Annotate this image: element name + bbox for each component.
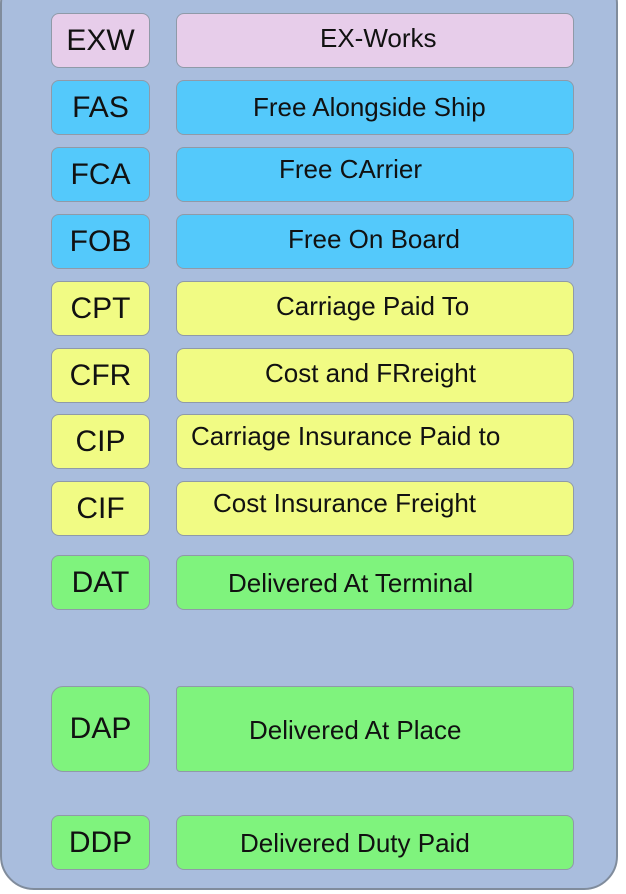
incoterm-row-fas: FAS Free Alongside Ship <box>0 80 626 135</box>
incoterm-code: CFR <box>69 359 132 392</box>
incoterm-name-box: Free Alongside Ship <box>176 80 574 135</box>
incoterm-name: Cost Insurance Freight <box>213 488 477 518</box>
incoterm-row-cfr: CFR Cost and FRreight <box>0 348 626 403</box>
incoterm-name-box: Delivered At Terminal <box>176 555 574 610</box>
incoterm-name: Free On Board <box>288 224 460 254</box>
incoterm-code-box: CIF <box>51 481 150 536</box>
incoterm-name-box: Free CArrier <box>176 147 574 202</box>
incoterm-name: Free Alongside Ship <box>253 92 486 122</box>
incoterm-code: CPT <box>70 292 131 325</box>
incoterm-name: Carriage Paid To <box>276 291 470 321</box>
incoterm-code-box: FOB <box>51 214 150 269</box>
incoterm-name-box: Carriage Insurance Paid to <box>176 414 574 469</box>
incoterm-row-dat: DAT Delivered At Terminal <box>0 555 626 610</box>
incoterm-row-fca: FCA Free CArrier <box>0 147 626 202</box>
incoterm-name: EX-Works <box>320 23 437 53</box>
incoterm-code-box: CPT <box>51 281 150 336</box>
incoterm-name: Delivered At Terminal <box>228 568 474 598</box>
incoterm-code-box: CFR <box>51 348 150 403</box>
incoterm-row-ddp: DDP Delivered Duty Paid <box>0 815 626 870</box>
incoterm-name-box: Cost Insurance Freight <box>176 481 574 536</box>
incoterm-code-box: DDP <box>51 815 150 870</box>
incoterm-row-dap: DAP Delivered At Place <box>0 686 626 772</box>
incoterm-name-box: Delivered At Place <box>176 686 574 772</box>
incoterm-name: Cost and FRreight <box>265 358 476 388</box>
incoterm-code: DAT <box>71 566 130 599</box>
incoterm-row-fob: FOB Free On Board <box>0 214 626 269</box>
incoterm-code: DDP <box>68 826 133 859</box>
incoterm-row-cpt: CPT Carriage Paid To <box>0 281 626 336</box>
incoterm-name: Delivered At Place <box>249 715 462 745</box>
incoterm-row-exw: EXW EX-Works <box>0 13 626 68</box>
incoterm-code: CIP <box>75 425 126 458</box>
incoterm-code: EXW <box>66 24 135 57</box>
incoterm-name-box: Carriage Paid To <box>176 281 574 336</box>
incoterm-code: DAP <box>69 712 132 745</box>
incoterm-code: FAS <box>72 91 129 124</box>
incoterm-name: Delivered Duty Paid <box>240 828 470 858</box>
incoterm-name-box: Cost and FRreight <box>176 348 574 403</box>
incoterm-name-box: Free On Board <box>176 214 574 269</box>
incoterm-code-box: CIP <box>51 414 150 469</box>
incoterm-code-box: EXW <box>51 13 150 68</box>
incoterm-name-box: EX-Works <box>176 13 574 68</box>
incoterm-code: FCA <box>70 158 131 191</box>
incoterm-name: Carriage Insurance Paid to <box>191 421 501 451</box>
incoterm-row-cip: CIP Carriage Insurance Paid to <box>0 414 626 469</box>
incoterm-code: FOB <box>69 225 132 258</box>
incoterm-name: Free CArrier <box>279 154 423 184</box>
incoterm-code: CIF <box>76 492 125 525</box>
incoterm-code-box: FAS <box>51 80 150 135</box>
incoterm-code-box: DAP <box>51 686 150 772</box>
incoterm-name-box: Delivered Duty Paid <box>176 815 574 870</box>
incoterm-row-cif: CIF Cost Insurance Freight <box>0 481 626 536</box>
incoterm-code-box: DAT <box>51 555 150 610</box>
incoterm-code-box: FCA <box>51 147 150 202</box>
